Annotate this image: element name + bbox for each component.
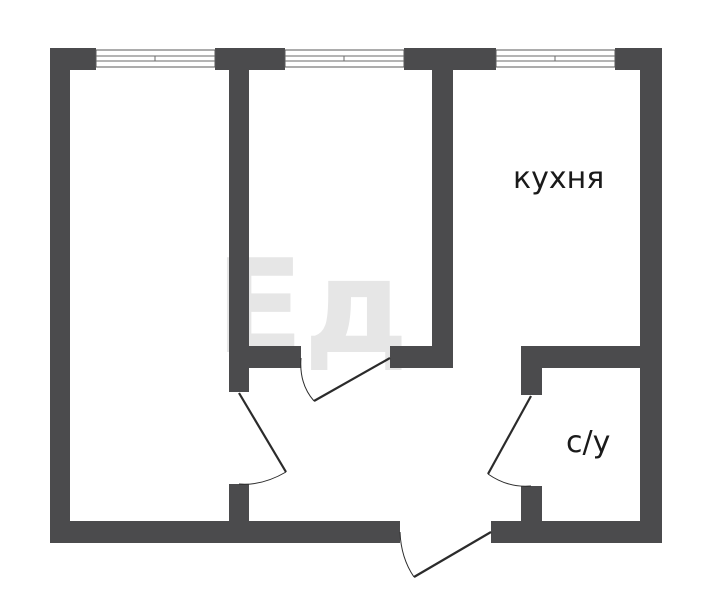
wall-top-mid-left bbox=[215, 48, 285, 70]
interior-walls bbox=[229, 48, 662, 543]
door-entrance bbox=[399, 531, 492, 578]
wall-partition-2 bbox=[432, 48, 453, 368]
door-middle-room bbox=[300, 357, 391, 402]
wall-bottom-right bbox=[491, 521, 662, 543]
wall-bathroom-left-upper bbox=[521, 346, 542, 395]
windows bbox=[95, 49, 616, 68]
wall-room2-bottom-left bbox=[229, 346, 301, 368]
wall-bathroom-top bbox=[521, 346, 662, 368]
wall-right bbox=[640, 48, 662, 543]
window-left bbox=[95, 49, 216, 68]
door-left-room bbox=[238, 392, 287, 485]
wall-partition-1-upper bbox=[229, 48, 249, 392]
wall-partition-1-lower bbox=[229, 484, 249, 543]
window-right bbox=[495, 49, 616, 68]
doors bbox=[238, 357, 532, 578]
room-label-bathroom: с/у bbox=[566, 425, 610, 460]
wall-bathroom-left-lower bbox=[521, 486, 542, 543]
window-middle bbox=[284, 49, 405, 68]
wall-room2-bottom-right bbox=[390, 346, 453, 368]
door-bathroom bbox=[487, 395, 532, 487]
wall-bottom-left bbox=[50, 521, 400, 543]
wall-left bbox=[50, 48, 70, 543]
room-label-kitchen: кухня bbox=[513, 161, 604, 196]
